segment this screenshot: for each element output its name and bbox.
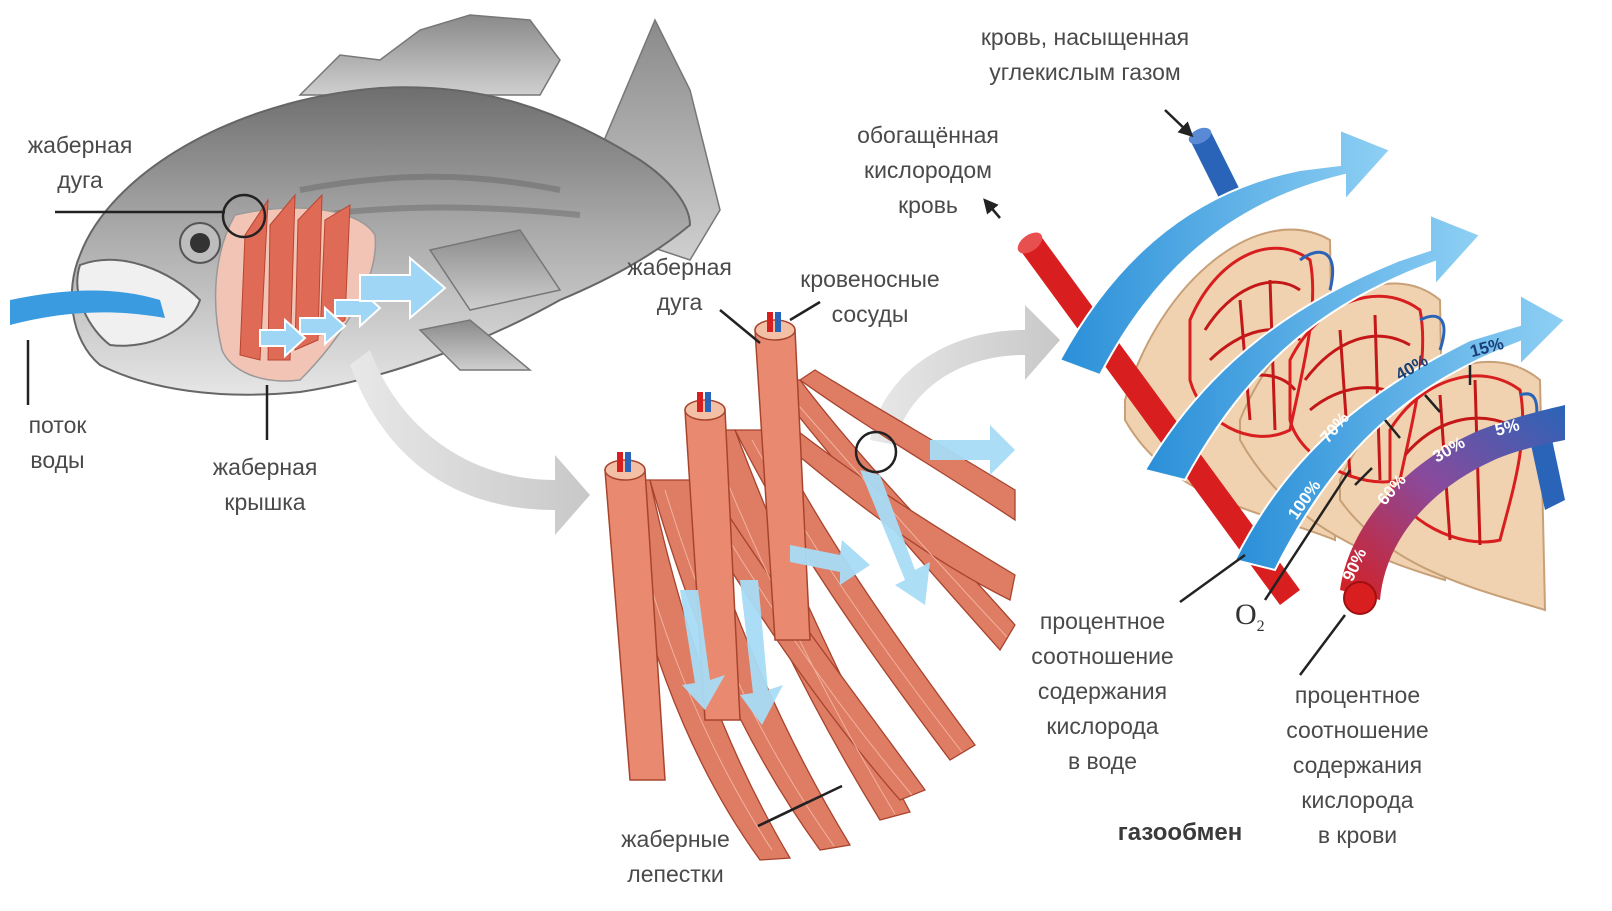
- label-blood-vessels: кровеносные сосуды: [780, 262, 960, 332]
- transition-arrow-1: [350, 350, 590, 535]
- gas-exchange-detail: [988, 110, 1565, 675]
- label-water-oxygen-percentage: процентное соотношение содержания кислор…: [1010, 604, 1195, 779]
- label-oxygenated-blood: обогащённая кислородом кровь: [838, 118, 1018, 223]
- gill-filaments-detail: [605, 302, 1015, 860]
- label-o2: O2: [1235, 598, 1265, 636]
- label-water-flow: поток воды: [10, 408, 105, 478]
- label-blood-oxygen-percentage: процентное соотношение содержания кислор…: [1265, 678, 1450, 853]
- label-gill-arch-fish: жаберная дуга: [15, 128, 145, 198]
- fish-dorsal-fin: [300, 15, 560, 95]
- label-gas-exchange: газообмен: [1100, 815, 1260, 850]
- label-co2-blood: кровь, насыщенная углекислым газом: [955, 20, 1215, 90]
- label-gill-filaments: жаберные лепестки: [608, 822, 743, 892]
- label-gill-arch-detail: жаберная дуга: [612, 250, 747, 320]
- fish-body: [72, 87, 690, 395]
- label-gill-cover: жаберная крышка: [195, 450, 335, 520]
